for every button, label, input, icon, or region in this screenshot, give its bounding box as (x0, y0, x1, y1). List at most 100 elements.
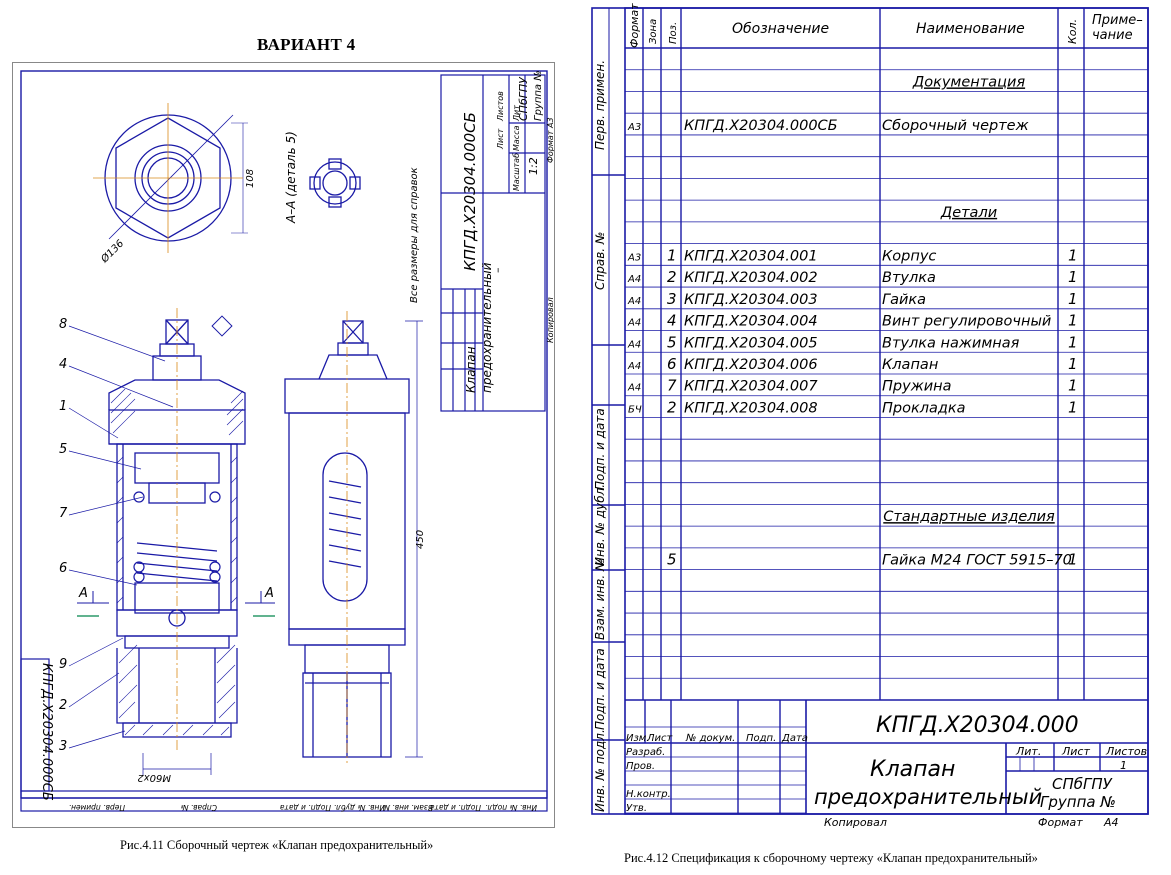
title-dash: – (491, 267, 504, 273)
title-designation: КПГД.Х20304.000СБ (461, 112, 479, 271)
position-6: 6 (59, 561, 67, 576)
header-format: Формат (628, 3, 641, 48)
strip-label-2: Справ. № (180, 803, 217, 812)
spec-tb-sign: Подп. (746, 733, 776, 744)
header-note-1: Приме– (1092, 13, 1143, 28)
spec-cell-name: Клапан (882, 357, 938, 373)
assembly-drawing: 8 4 1 5 7 6 9 2 3 А А 108 Ø136 450 М60х2… (20, 70, 555, 812)
side-label-2: Справ. № (593, 232, 607, 290)
side-label-6: Подп. и дата (593, 648, 607, 730)
spec-cell-pos: 3 (667, 290, 677, 308)
position-9: 9 (59, 657, 67, 672)
header-note-2: чание (1092, 28, 1133, 43)
spec-cell-format: А4 (627, 296, 641, 307)
position-3: 3 (59, 739, 67, 754)
spec-cell-name: Винт регулировочный (882, 314, 1051, 330)
figure-caption-right: Рис.4.12 Спецификация к сборочному черте… (624, 851, 1038, 865)
cut-label-left: А (78, 586, 88, 601)
spec-cell-pos: 6 (667, 355, 677, 373)
spec-tb-doc: № докум. (685, 733, 735, 744)
title-scale-value: 1:2 (527, 157, 540, 175)
side-label-5: Взам. инв. № (593, 559, 607, 640)
title-mass-label: Масса (512, 125, 521, 151)
spec-cell-qty: 1 (1068, 551, 1078, 569)
spec-title-designation: КПГД.Х20304.000 (876, 713, 1079, 738)
assembly-drawing-sheet: 8 4 1 5 7 6 9 2 3 А А 108 Ø136 450 М60х2… (12, 62, 555, 828)
hex-dimension: 108 (245, 169, 256, 188)
spec-cell-name: Втулка (882, 270, 936, 286)
spec-cell-designation: КПГД.Х20304.006 (684, 357, 818, 373)
spec-cell-format: А4 (627, 274, 641, 285)
spec-cell-designation: КПГД.Х20304.007 (684, 379, 818, 395)
spec-tb-sheets-value: 1 (1120, 759, 1127, 772)
header-pos: Поз. (668, 22, 679, 44)
header-zone: Зона (648, 19, 659, 44)
position-7: 7 (59, 506, 68, 521)
section-label: А–А (деталь 5) (284, 131, 298, 224)
spec-cell-qty: 1 (1068, 290, 1078, 308)
diameter-dimension: Ø136 (98, 238, 126, 266)
position-8: 8 (59, 317, 67, 332)
spec-section-heading: Документация (912, 74, 1026, 90)
spec-cell-qty: 1 (1068, 268, 1078, 286)
title-lit-label: Лит (512, 105, 521, 122)
spec-tb-utv: Утв. (626, 803, 647, 814)
spec-tb-izm: Изм. (626, 733, 650, 744)
spec-cell-qty: 1 (1068, 333, 1078, 351)
title-scale-label: Масштаб (512, 153, 521, 191)
spec-section-heading: Детали (940, 205, 997, 221)
spec-tb-org: СПбГПУ (1052, 775, 1113, 793)
spec-tb-lit: Лит. (1015, 745, 1041, 758)
spec-cell-qty: 1 (1068, 355, 1078, 373)
title-name-line1: Клапан (464, 346, 478, 393)
title-copied: Копировал (546, 297, 554, 343)
specification-table: Формат Зона Поз. Обозначение Наименовани… (591, 3, 1149, 829)
thread-dimension: М60х2 (137, 772, 171, 783)
spec-tb-prov: Пров. (626, 761, 655, 772)
spec-cell-qty: 1 (1068, 377, 1078, 395)
strip-label-4: Инв. № дубл. (334, 803, 385, 812)
side-label-1: Перв. примен. (593, 60, 607, 150)
title-name-line2: предохранительный (480, 262, 494, 393)
drawing-note: Все размеры для справок (409, 167, 420, 303)
side-label-3: Подп. и дата (593, 408, 607, 490)
spec-tb-list: Лист (646, 733, 674, 744)
spec-tb-sheet: Лист (1061, 745, 1090, 758)
spec-cell-qty: 1 (1068, 398, 1078, 416)
spec-cell-designation: КПГД.Х20304.002 (684, 270, 818, 286)
spec-cell-designation: КПГД.Х20304.005 (684, 335, 818, 351)
spec-cell-name: Гайка (882, 292, 926, 308)
spec-cell-pos: 5 (667, 333, 677, 351)
title-format: Формат А3 (546, 117, 554, 163)
spec-cell-pos: 2 (667, 398, 677, 416)
spec-cell-format: А4 (627, 318, 641, 329)
spec-cell-pos: 7 (667, 377, 677, 395)
position-1: 1 (59, 399, 67, 414)
spec-cell-designation: КПГД.Х20304.003 (684, 292, 818, 308)
spec-cell-designation: КПГД.Х20304.000СБ (684, 118, 838, 134)
spec-cell-pos: 1 (667, 246, 677, 264)
header-name: Наименование (916, 21, 1025, 37)
strip-label-1: Перв. примен. (69, 803, 125, 812)
spec-cell-pos: 4 (667, 312, 677, 330)
spec-cell-designation: КПГД.Х20304.004 (684, 314, 818, 330)
side-label-4: Инв. № дубл. (593, 484, 607, 566)
figure-caption-left: Рис.4.11 Сборочный чертеж «Клапан предох… (120, 838, 434, 852)
spec-tb-copied: Копировал (824, 816, 887, 829)
spec-tb-name-2: предохранительный (814, 785, 1042, 809)
strip-label-6: Подп. и дата (430, 803, 481, 812)
spec-tb-group: Группа № (1040, 793, 1116, 811)
strip-label-5: Взам. инв. № (382, 803, 433, 812)
spec-cell-name: Сборочный чертеж (882, 118, 1029, 134)
spec-section-heading: Стандартные изделия (883, 509, 1055, 525)
title-org: СПбГПУ (517, 76, 530, 121)
cut-label-right: А (264, 586, 274, 601)
spec-cell-name: Корпус (882, 248, 936, 264)
spec-cell-designation: КПГД.Х20304.008 (684, 400, 818, 416)
stamp-designation: КПГД.Х20304.000СБ (39, 663, 54, 801)
spec-cell-format: А4 (627, 339, 641, 350)
spec-cell-name: Пружина (882, 379, 952, 395)
position-4: 4 (59, 357, 67, 372)
title-sheets-label: Листов (496, 91, 505, 122)
length-dimension: 450 (415, 530, 426, 549)
